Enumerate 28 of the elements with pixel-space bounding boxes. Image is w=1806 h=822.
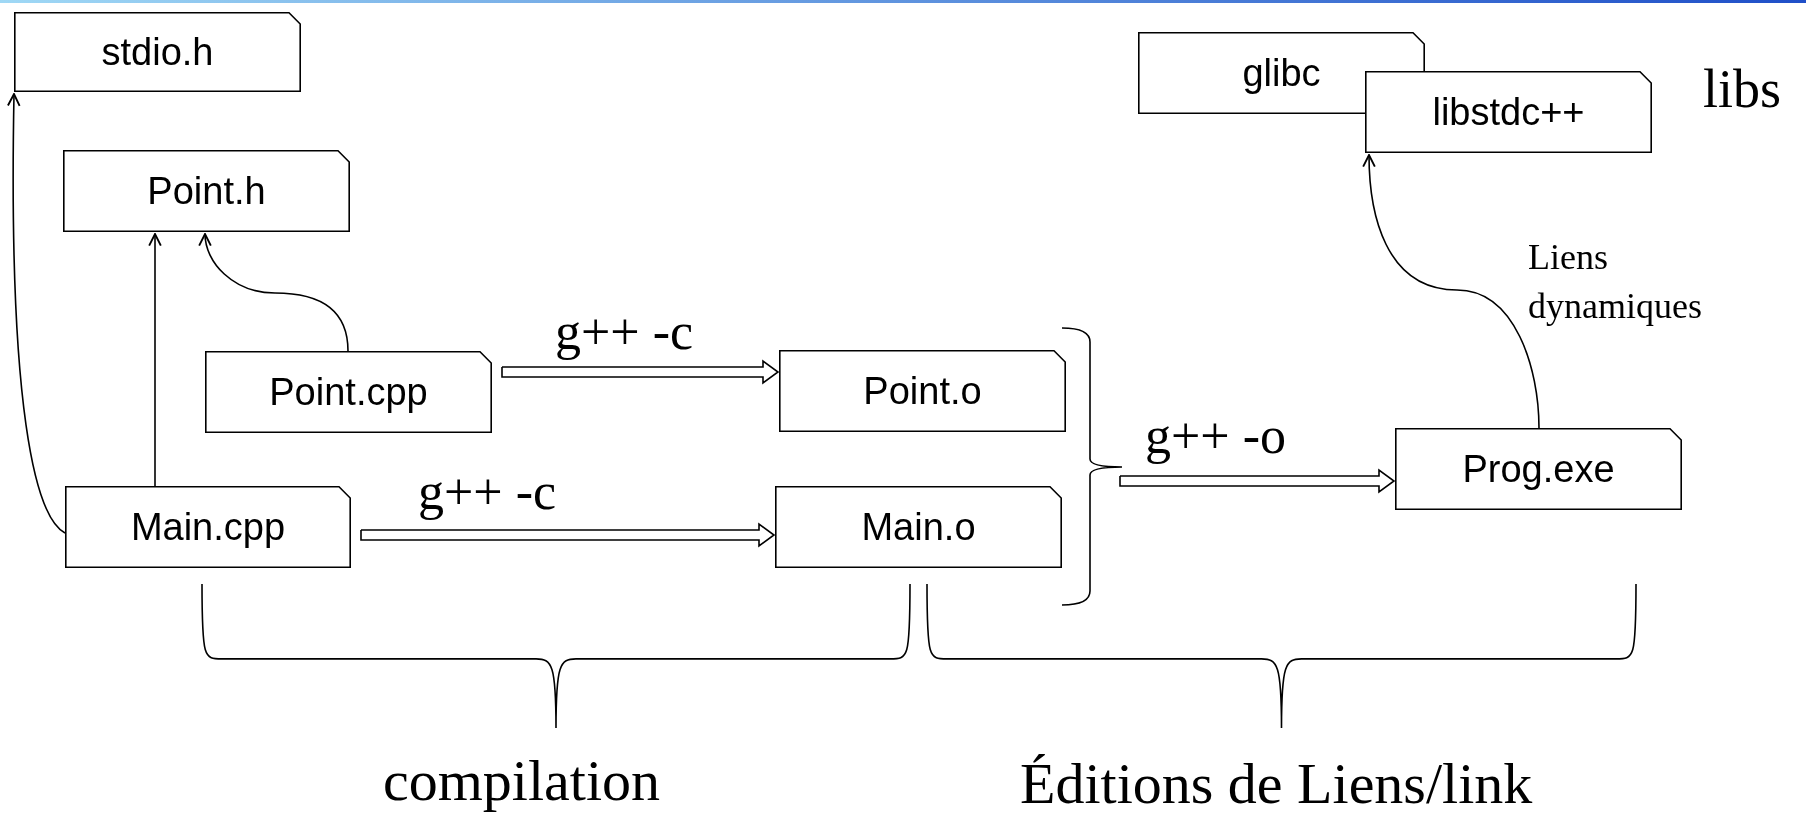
file-name: Main.cpp	[130, 505, 286, 549]
file-name: Point.h	[147, 169, 266, 213]
arrow	[148, 233, 162, 487]
file-box	[779, 350, 1066, 432]
file-name: libstdc++	[1432, 90, 1585, 134]
file-name: Point.o	[863, 369, 982, 413]
file-name: Main.o	[861, 505, 976, 549]
file-box	[205, 351, 492, 433]
phase-label: Éditions de Liens/link	[1020, 755, 1533, 813]
file-box	[1138, 32, 1425, 114]
hollow-arrow	[360, 522, 776, 548]
file-box	[1395, 428, 1682, 510]
file-box	[775, 486, 1062, 568]
arrow	[1362, 154, 1540, 429]
hollow-arrow	[1119, 468, 1396, 494]
file-box	[65, 486, 351, 568]
file-name: Prog.exe	[1462, 447, 1615, 491]
file-name: glibc	[1242, 51, 1321, 95]
phase-label: compilation	[383, 752, 661, 810]
arrow	[7, 93, 66, 534]
group-label: libs	[1703, 62, 1782, 116]
hollow-arrow	[501, 359, 780, 385]
file-name: stdio.h	[101, 30, 214, 74]
file-box	[14, 12, 301, 92]
file-box	[1365, 71, 1652, 153]
arrow	[199, 233, 349, 352]
file-box	[63, 150, 350, 232]
file-name: Point.cpp	[269, 370, 428, 414]
